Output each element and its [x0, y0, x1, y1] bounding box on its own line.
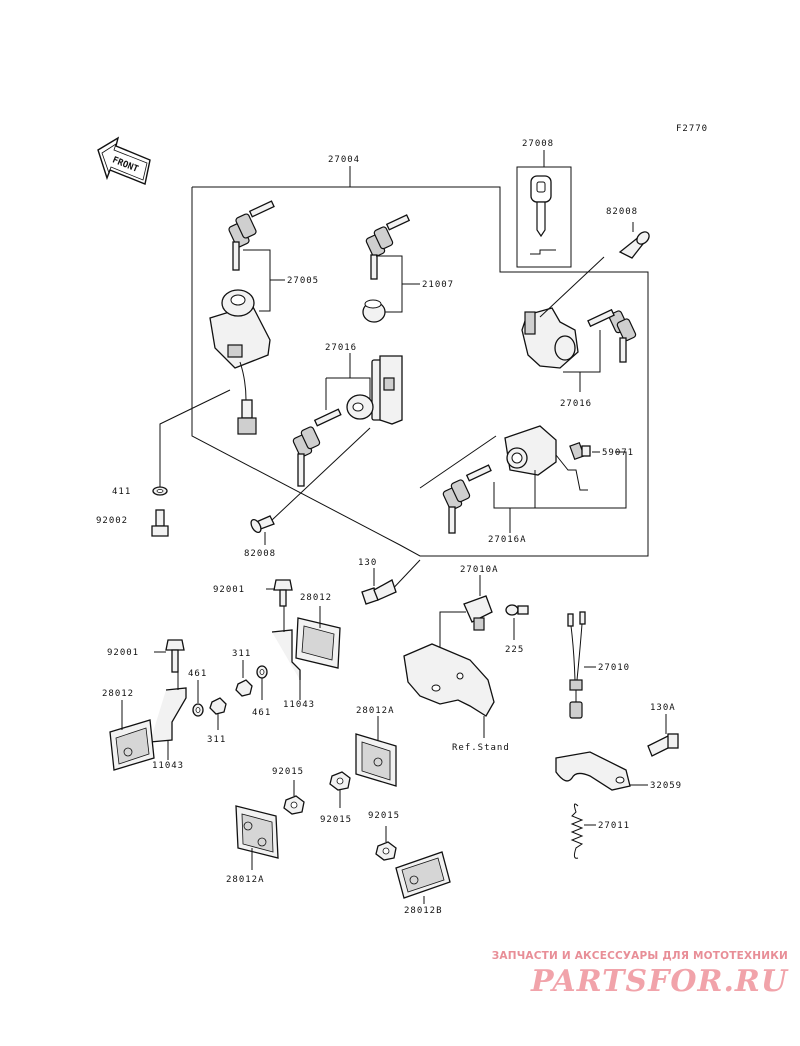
- label-461-b: 461: [188, 669, 207, 679]
- reflector-28012B-icon: [395, 851, 451, 904]
- helmet-lock-icon: [325, 353, 403, 425]
- label-225: 225: [505, 645, 524, 655]
- label-82008-b: 82008: [244, 549, 276, 559]
- label-27008: 27008: [522, 139, 554, 149]
- bolt-130-icon: [361, 559, 421, 605]
- label-130: 130: [358, 558, 377, 568]
- label-32059: 32059: [650, 781, 682, 791]
- screw-82008-icon: [618, 222, 650, 259]
- washer-461-b-icon: [192, 680, 204, 717]
- label-27016-a: 27016: [325, 343, 357, 353]
- label-28012B: 28012B: [404, 906, 443, 916]
- label-311-a: 311: [232, 649, 251, 659]
- reflector-bracket-b-icon: [149, 670, 187, 760]
- front-arrow-icon: FRONT: [97, 136, 151, 185]
- set-frame-27004: [191, 166, 649, 557]
- fuel-cap-lock-icon: [419, 425, 588, 491]
- bolt-92002-icon: [151, 509, 169, 537]
- screw-82008-b-icon: [250, 427, 371, 545]
- nut-92015-c-icon: [375, 826, 397, 861]
- bolt-92001-b-icon: [165, 639, 185, 673]
- label-92015-b: 92015: [320, 815, 352, 825]
- nut-311-b-icon: [209, 697, 227, 730]
- label-130A: 130A: [650, 703, 676, 713]
- reflector-28012A-a-icon: [355, 716, 397, 787]
- seat-lock-key-b-icon: [587, 308, 637, 363]
- label-311-b: 311: [207, 735, 226, 745]
- label-28012A-b: 28012A: [226, 875, 265, 885]
- label-59071: 59071: [602, 448, 634, 458]
- key-tag-box: [516, 150, 572, 268]
- label-ref-stand: Ref.Stand: [452, 743, 510, 753]
- reflector-28012-a-icon: [295, 606, 341, 669]
- reflector-28012-b-icon: [109, 700, 155, 771]
- label-28012-b: 28012: [102, 689, 134, 699]
- label-27016-b: 27016: [560, 399, 592, 409]
- label-28012A-a: 28012A: [356, 706, 395, 716]
- label-92001-b: 92001: [107, 648, 139, 658]
- label-82008-a: 82008: [606, 207, 638, 217]
- label-92002: 92002: [96, 516, 128, 526]
- label-411: 411: [112, 487, 131, 497]
- label-27011: 27011: [598, 821, 630, 831]
- side-stand-bracket-icon: [403, 643, 495, 738]
- fuel-cap-lock-key-icon: [442, 451, 627, 534]
- label-27010: 27010: [598, 663, 630, 673]
- bolt-92001-a-icon: [273, 579, 293, 607]
- screw-225-icon: [505, 604, 529, 640]
- leader-411: [159, 389, 231, 488]
- ignition-switch-icon: [209, 289, 271, 435]
- label-27016A: 27016A: [488, 535, 527, 545]
- label-21007: 21007: [422, 280, 454, 290]
- label-28012-a: 28012: [300, 593, 332, 603]
- label-27005: 27005: [287, 276, 319, 286]
- ignition-key-icon: [228, 200, 285, 312]
- reflector-28012A-b-icon: [235, 805, 279, 870]
- label-11043-b: 11043: [152, 761, 184, 771]
- clip-59071-icon: [569, 441, 600, 461]
- label-92015-c: 92015: [368, 811, 400, 821]
- washer-411-icon: [152, 486, 168, 496]
- side-stand-switch-icon: [439, 575, 493, 660]
- switch-wire-icon: [567, 611, 596, 719]
- bolt-130A-icon: [647, 714, 679, 757]
- label-27010A: 27010A: [460, 565, 499, 575]
- nut-92015-a-icon: [283, 780, 305, 815]
- label-92001-a: 92001: [213, 585, 245, 595]
- figure-code: F2770: [676, 124, 708, 134]
- reflector-bracket-a-icon: [271, 606, 301, 700]
- nut-311-a-icon: [235, 660, 253, 697]
- washer-461-a-icon: [256, 665, 268, 700]
- label-461-a: 461: [252, 708, 271, 718]
- watermark-tagline: ЗАПЧАСТИ И АКСЕССУАРЫ ДЛЯ МОТОТЕХНИКИ: [491, 950, 788, 962]
- nut-92015-b-icon: [329, 771, 351, 808]
- spring-27011-icon: [570, 803, 596, 859]
- label-27004: 27004: [328, 155, 360, 165]
- bracket-32059-icon: [555, 751, 648, 791]
- label-92015-a: 92015: [272, 767, 304, 777]
- watermark-logo: PARTSFOR.RU: [531, 964, 788, 999]
- label-11043-a: 11043: [283, 700, 315, 710]
- seat-lock-key-icon: [362, 214, 420, 323]
- seat-lock-assembly-icon: [521, 256, 605, 392]
- helmet-lock-key-icon: [292, 408, 342, 487]
